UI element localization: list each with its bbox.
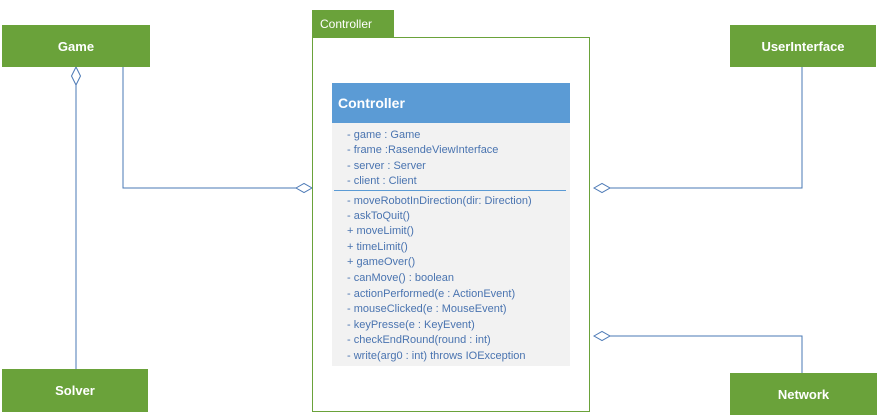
class-method: - write(arg0 : int) throws IOException: [347, 350, 526, 362]
class-attribute: - server : Server: [347, 160, 426, 172]
game-box[interactable]: Game: [2, 25, 150, 67]
class-header: Controller: [332, 83, 570, 123]
class-method: + moveLimit(): [347, 225, 414, 237]
class-method: - mouseClicked(e : MouseEvent): [347, 303, 507, 315]
class-attribute: - game : Game: [347, 129, 421, 141]
class-method: + gameOver(): [347, 256, 416, 268]
class-attribute: - client : Client: [347, 175, 417, 187]
network-controller-link: [610, 335, 803, 373]
class-method: - checkEndRound(round : int): [347, 334, 491, 346]
controller-class[interactable]: Controller - game : Game - frame :Rasend…: [332, 83, 570, 366]
solver-box[interactable]: Solver: [2, 369, 148, 412]
game-controller-link: [122, 67, 296, 189]
class-method: - canMove() : boolean: [347, 272, 454, 284]
network-box-label: Network: [777, 386, 830, 402]
aggregation-diamond-icon: [294, 182, 314, 194]
aggregation-diamond-icon: [592, 330, 612, 342]
class-method: - moveRobotInDirection(dir: Direction): [347, 195, 532, 207]
package-tab-label: Controller: [320, 16, 373, 31]
user-interface-box[interactable]: UserInterface: [730, 25, 876, 67]
class-method: - askToQuit(): [347, 210, 410, 222]
class-method: - actionPerformed(e : ActionEvent): [347, 288, 516, 300]
game-box-label: Game: [57, 38, 95, 54]
class-name: Controller: [338, 95, 405, 111]
class-divider: [334, 190, 566, 191]
ui-controller-link: [610, 67, 803, 189]
class-attribute: - frame :RasendeViewInterface: [347, 144, 499, 156]
package-tab: Controller: [312, 10, 394, 37]
solver-box-label: Solver: [55, 383, 95, 398]
aggregation-diamond-icon: [70, 65, 82, 87]
class-method: - keyPresse(e : KeyEvent): [347, 319, 475, 331]
network-box[interactable]: Network: [730, 373, 877, 415]
user-interface-box-label: UserInterface: [761, 38, 845, 54]
class-method: + timeLimit(): [347, 241, 408, 253]
aggregation-diamond-icon: [592, 182, 612, 194]
